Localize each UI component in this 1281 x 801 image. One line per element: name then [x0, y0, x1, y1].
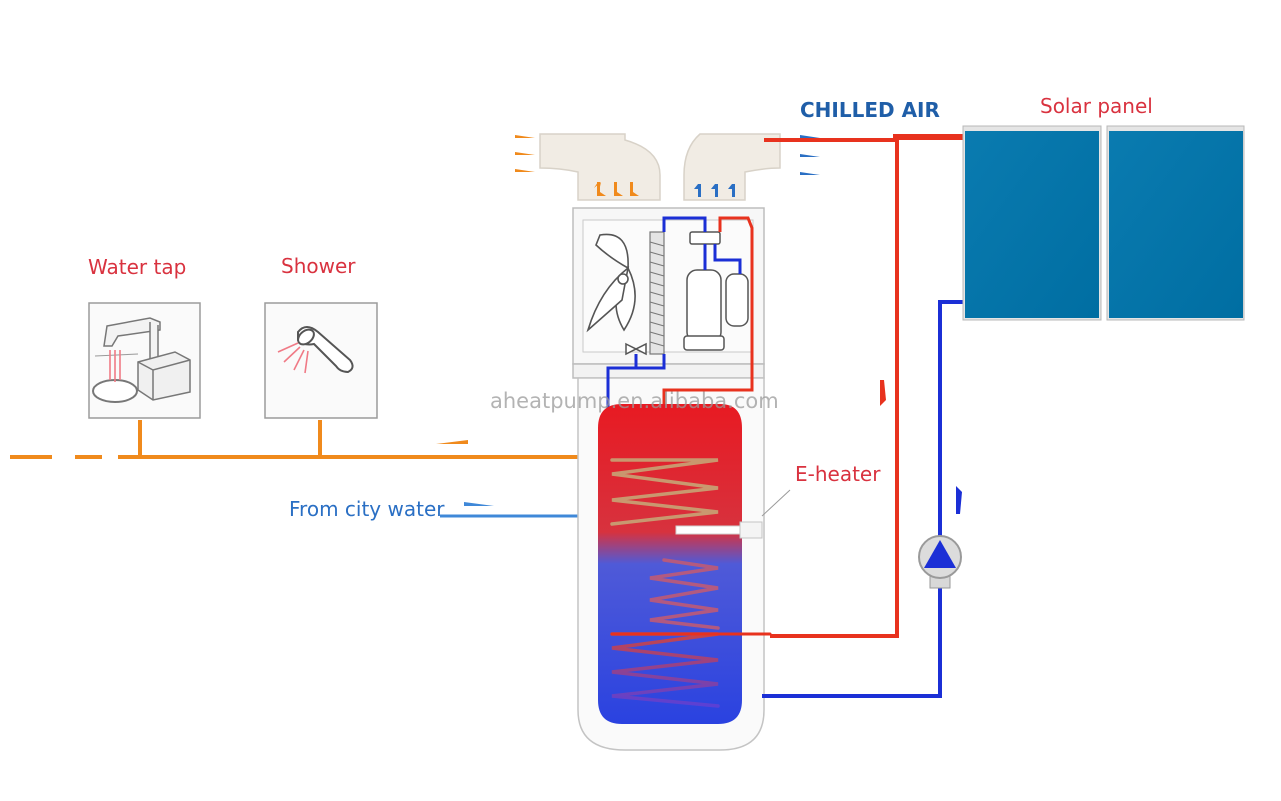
flow-arrow-icon — [436, 440, 468, 444]
flow-arrow-icon — [956, 486, 962, 514]
flow-arrow-icon — [464, 502, 494, 506]
valve-icon — [625, 342, 647, 356]
e-heater-element — [675, 489, 791, 539]
water-tank — [598, 404, 742, 724]
solar-cold-supply-pipe — [762, 300, 964, 698]
chilled-air-label: CHILLED AIR — [800, 98, 940, 122]
solar-panel — [962, 125, 1245, 321]
water-tap-label: Water tap — [88, 255, 186, 279]
watermark: aheatpump.en.alibaba.com — [490, 389, 779, 413]
from-city-water-label: From city water — [289, 497, 445, 521]
shower-label: Shower — [281, 254, 356, 278]
shower-icon — [264, 302, 378, 419]
heating-coil — [610, 458, 772, 708]
exhaust-air-duct — [683, 133, 781, 201]
hot-water-supply-line — [10, 420, 610, 459]
solar-panel-label: Solar panel — [1040, 94, 1153, 118]
flow-arrow-icon — [694, 135, 820, 197]
flow-arrow-icon — [880, 380, 886, 406]
solar-hot-return-pipe — [764, 138, 899, 638]
water-tap-icon — [88, 302, 201, 419]
pump-icon — [918, 535, 962, 589]
fan-icon — [586, 233, 636, 333]
evaporator-coil — [649, 231, 665, 355]
flow-arrow-icon — [515, 135, 639, 196]
e-heater-label: E-heater — [795, 462, 881, 486]
